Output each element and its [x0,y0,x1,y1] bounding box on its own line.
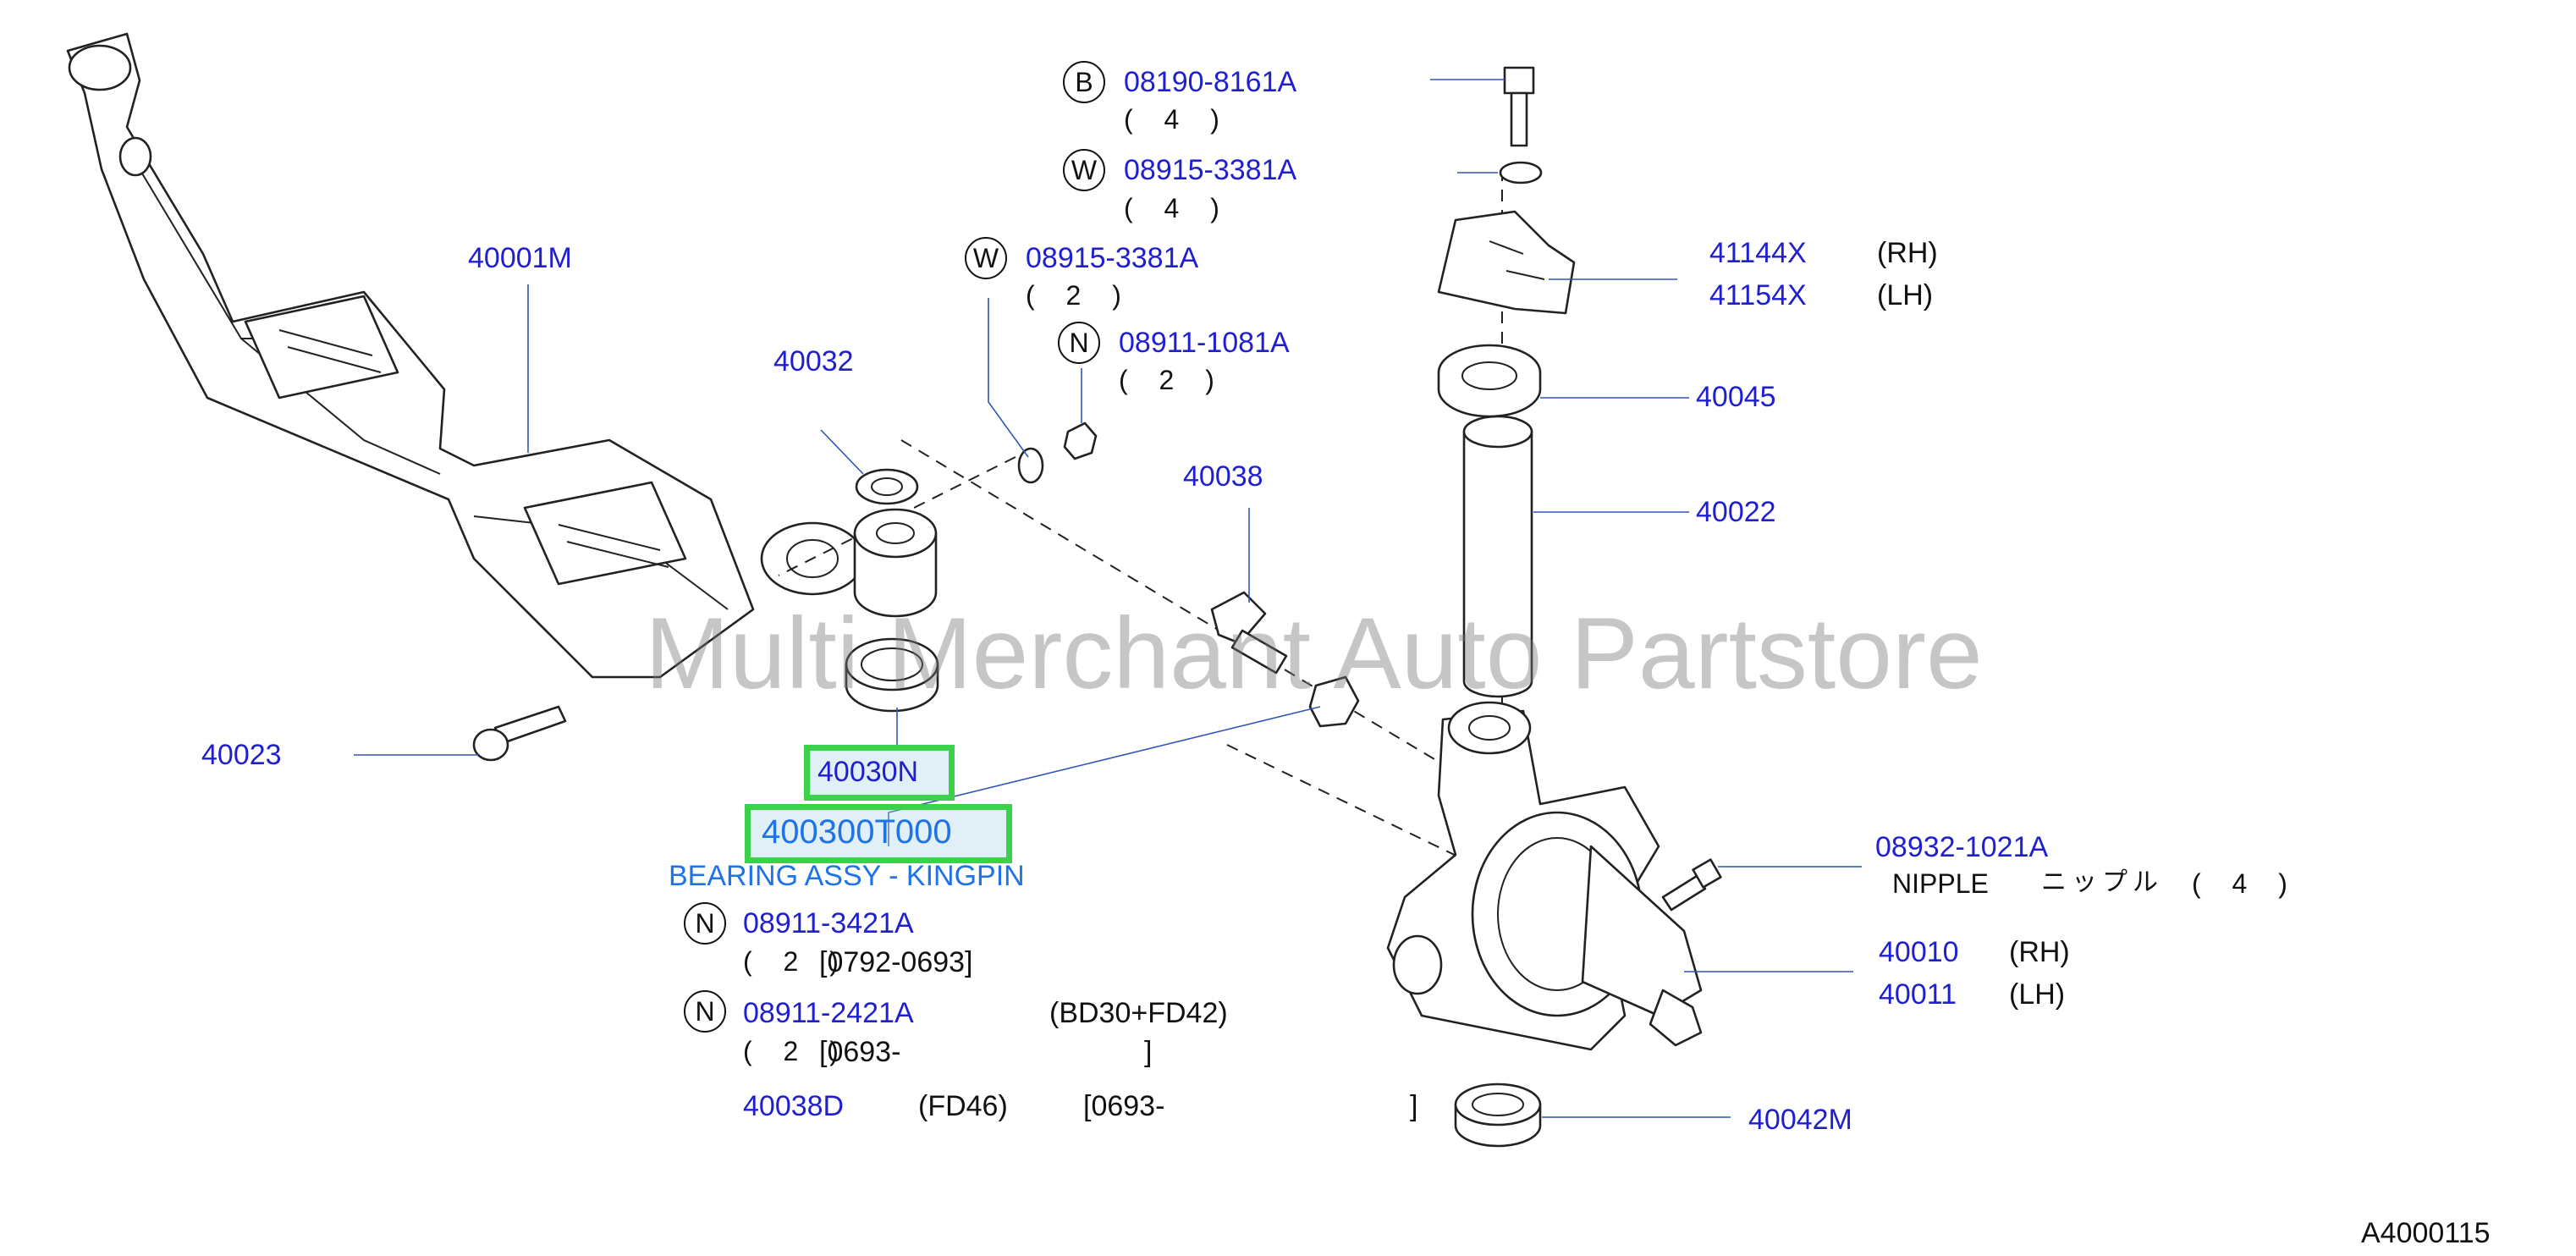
bolt-40038-drawing [1210,591,1288,675]
pin-40023-drawing [472,705,567,762]
plate-40045-drawing [1437,344,1542,418]
bolt-symbol: B [1063,61,1105,103]
nipple-name-japanese: ニップル [2041,868,2163,896]
washer-drawing [1017,447,1044,484]
qty-08911-1081A: ( 2 ) [1119,365,1226,395]
label-41154X[interactable]: 41154X [1709,279,1807,311]
axle-beam-drawing [66,32,865,679]
nut-symbol-2: N [684,990,726,1033]
label-400300T000[interactable]: 400300T000 [762,813,952,851]
top-bolt-drawing [1503,66,1535,147]
date-close-40038D: ] [1410,1090,1418,1122]
qty-08915-3381A-1: ( 4 ) [1124,193,1231,223]
model-08911-2421A: (BD30+FD42) [1049,997,1228,1029]
nut-40038D-drawing [1308,675,1360,728]
side-41154X: (LH) [1877,279,1934,311]
cover-plate-drawing [1437,210,1576,315]
label-40038D[interactable]: 40038D [743,1090,845,1122]
label-40038[interactable]: 40038 [1183,460,1263,493]
qty-08932-1021A: ( 4 ) [2192,868,2299,899]
washer-symbol-2: W [965,237,1007,279]
date-08911-2421A: [0693- [819,1036,901,1068]
label-40030N[interactable]: 40030N [817,756,919,788]
label-40042M[interactable]: 40042M [1748,1104,1852,1136]
side-40010: (RH) [2009,936,2070,968]
label-08911-1081A[interactable]: 08911-1081A [1119,327,1290,359]
side-41144X: (RH) [1877,237,1938,269]
label-40010[interactable]: 40010 [1879,936,1959,968]
qty-08915-3381A-2: ( 2 ) [1026,280,1133,311]
label-41144X[interactable]: 41144X [1709,237,1807,269]
label-08932-1021A[interactable]: 08932-1021A [1875,831,2049,863]
label-40032[interactable]: 40032 [773,345,854,377]
qty-08911-3421A: ( 2 ) [743,946,850,977]
nut-symbol-3: N [1058,322,1100,364]
label-08915-3381A-1[interactable]: 08915-3381A [1124,154,1297,186]
top-washer-drawing [1499,161,1543,185]
leader-lines [354,79,1862,1118]
qty-08911-2421A: ( 2 ) [743,1036,850,1066]
nipple-drawing [1661,858,1722,912]
label-40023[interactable]: 40023 [201,739,282,771]
date-close-08911-2421A: ] [1144,1036,1153,1068]
kingpin-40022-drawing [1462,415,1533,698]
date-40038D: [0693- [1083,1090,1165,1122]
shim-40032-drawing [855,468,919,505]
knuckle-40010-drawing [1386,701,1703,1051]
label-40001M[interactable]: 40001M [468,242,572,274]
label-08190-8161A[interactable]: 08190-8161A [1124,66,1297,98]
label-08915-3381A-2[interactable]: 08915-3381A [1026,242,1199,274]
side-40011: (LH) [2009,978,2066,1011]
label-bearing-description: BEARING ASSY - KINGPIN [669,860,1025,892]
label-40045[interactable]: 40045 [1696,381,1776,413]
highlight-box-400300T000 [745,804,1012,863]
bushing-drawing [853,508,938,618]
label-08911-2421A[interactable]: 08911-2421A [743,997,914,1029]
nut-drawing [1063,421,1098,460]
model-40038D: (FD46) [918,1090,1008,1122]
bearing-40030N-drawing [845,637,939,713]
qty-08190-8161A: ( 4 ) [1124,104,1231,135]
washer-symbol-1: W [1063,149,1105,191]
label-40022[interactable]: 40022 [1696,496,1776,528]
label-08911-3421A[interactable]: 08911-3421A [743,907,914,939]
diagram-code: A4000115 [2361,1217,2491,1249]
nipple-name: NIPPLE [1892,868,1989,899]
label-40011[interactable]: 40011 [1879,978,1957,1011]
date-08911-3421A: [0792-0693] [819,946,973,978]
watermark: Multi Merchant Auto Partstore [645,597,1983,710]
seal-40042M-drawing [1454,1082,1542,1148]
nut-symbol-1: N [684,902,726,945]
highlight-box-40030N [804,745,955,801]
